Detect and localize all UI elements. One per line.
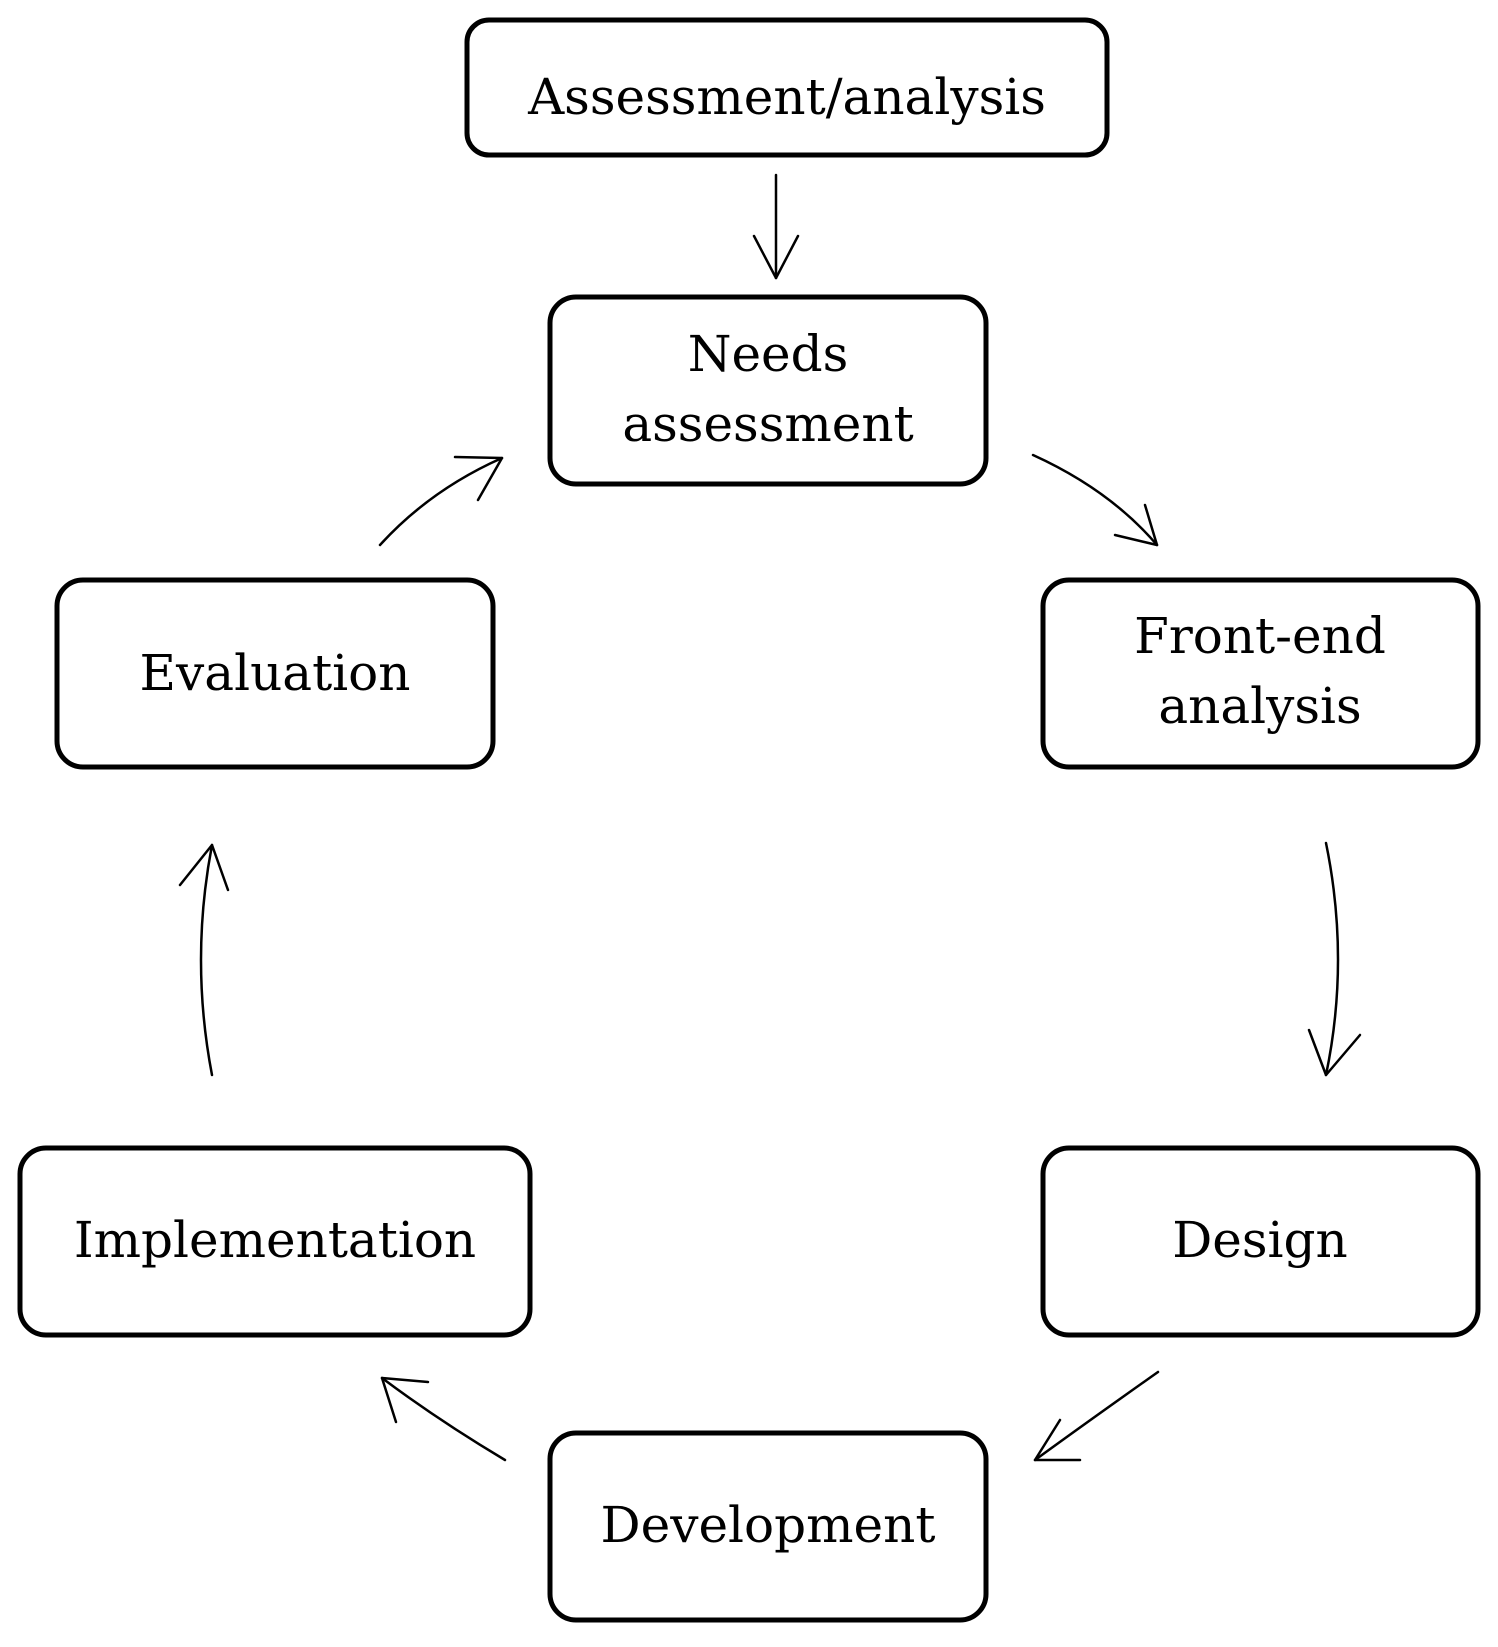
- node-front-end-analysis: Front-end analysis: [1040, 577, 1481, 770]
- arrow-needs-to-front-end: [1031, 453, 1159, 547]
- node-development: Development: [547, 1430, 989, 1623]
- node-needs-assessment-label-line-1: Needs: [688, 325, 849, 383]
- node-needs-assessment: Needs assessment: [547, 294, 989, 487]
- node-assessment-analysis: Assessment/analysis: [464, 17, 1110, 158]
- arrow-development-to-implementation: [380, 1376, 507, 1462]
- arrow-front-end-to-design: [1307, 841, 1362, 1077]
- node-design: Design: [1040, 1145, 1481, 1338]
- node-evaluation-label: Evaluation: [140, 644, 411, 702]
- arrow-design-to-development: [1033, 1370, 1160, 1462]
- node-needs-assessment-label-line-2: assessment: [622, 395, 913, 453]
- node-development-label: Development: [601, 1496, 936, 1554]
- node-evaluation: Evaluation: [54, 577, 496, 770]
- arrow-evaluation-to-needs: [378, 455, 504, 547]
- arrow-assessment-to-needs: [752, 173, 800, 280]
- node-front-end-analysis-label-line-1: Front-end: [1134, 607, 1386, 665]
- arrow-implementation-to-evaluation: [178, 843, 230, 1077]
- node-implementation: Implementation: [17, 1145, 533, 1338]
- node-front-end-analysis-label-line-2: analysis: [1158, 677, 1361, 735]
- node-design-label: Design: [1172, 1211, 1348, 1269]
- node-implementation-label: Implementation: [74, 1211, 476, 1269]
- node-assessment-analysis-label: Assessment/analysis: [527, 68, 1046, 126]
